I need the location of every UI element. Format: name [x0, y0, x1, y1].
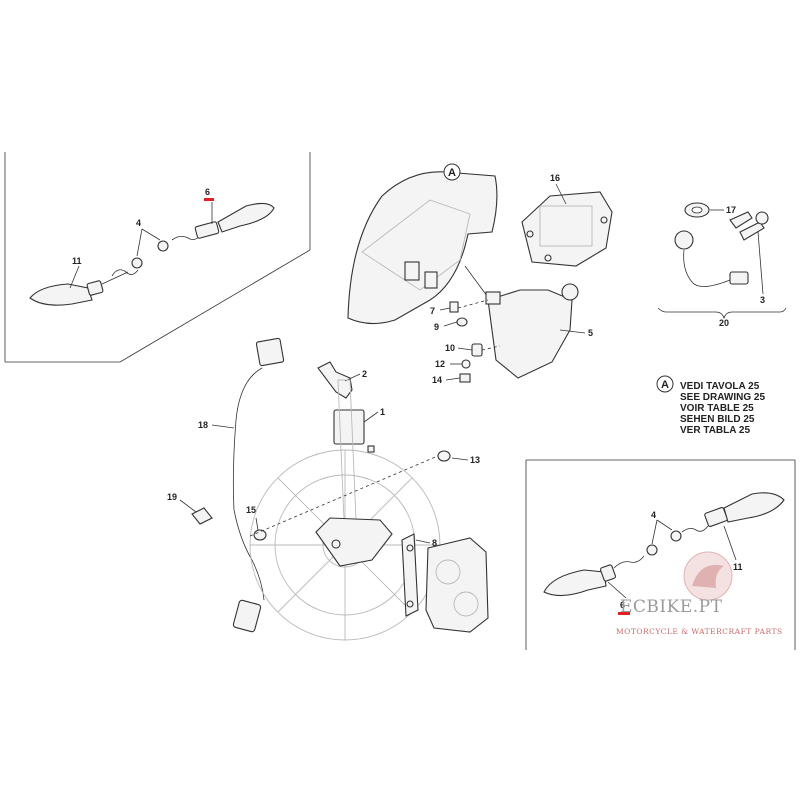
grommet-13 — [437, 450, 451, 462]
callout-4-bottom: 4 — [651, 510, 656, 520]
cable-clip-19 — [191, 507, 213, 525]
callout-6-top: 6 — [205, 187, 210, 197]
callout-12: 12 — [435, 359, 445, 369]
screw-14 — [459, 373, 471, 383]
note-line-en: SEE DRAWING 25 — [680, 392, 765, 403]
callout-14: 14 — [432, 375, 442, 385]
callout-1: 1 — [380, 407, 385, 417]
instrument-cluster — [521, 191, 613, 267]
callout-16: 16 — [550, 173, 560, 183]
turn-signal-left-assembly — [29, 202, 275, 306]
watermark-logo — [683, 551, 733, 601]
callout-17: 17 — [726, 205, 736, 215]
highlight-underline-6-bottom — [618, 612, 630, 615]
turn-signal-right-assembly — [543, 492, 785, 597]
callout-20: 20 — [719, 318, 729, 328]
bolt-7 — [449, 299, 489, 313]
callout-9: 9 — [434, 322, 439, 332]
callout-15: 15 — [246, 505, 256, 515]
top-left-inset-frame — [4, 152, 311, 363]
relay — [333, 409, 375, 453]
ref-marker-a: A — [448, 167, 456, 179]
ref-marker-circle — [443, 163, 461, 181]
note-line-it: VEDI TAVOLA 25 — [680, 381, 760, 392]
callout-3: 3 — [760, 295, 765, 305]
headlight-bracket — [485, 283, 579, 379]
callout-18: 18 — [198, 420, 208, 430]
callout-19: 19 — [167, 492, 177, 502]
sensor-bracket-8 — [401, 533, 419, 617]
callout-10: 10 — [445, 343, 455, 353]
note-line-fr: VOIR TABLE 25 — [680, 403, 754, 414]
washer-9 — [456, 317, 468, 327]
note-marker-a: A — [661, 379, 669, 391]
speed-sensor-cable — [232, 337, 285, 633]
note-line-de: SEHEN BILD 25 — [680, 414, 755, 425]
relay-bracket — [317, 361, 353, 399]
ignition-key-set — [674, 202, 769, 287]
highlight-underline-6-top — [204, 198, 214, 201]
headlight-fairing — [347, 171, 498, 325]
caliper-mount — [315, 517, 393, 567]
callout-5: 5 — [588, 328, 593, 338]
callout-11-bottom: 11 — [733, 562, 743, 572]
note-marker-circle — [656, 375, 674, 393]
watermark-brand: ECBIKE.PT — [620, 597, 723, 617]
callout-6-bottom: 6 — [620, 600, 625, 610]
callout-7: 7 — [430, 306, 435, 316]
watermark-tagline: MOTORCYCLE & WATERCRAFT PARTS — [616, 627, 783, 636]
callout-2: 2 — [362, 369, 367, 379]
grommet-15 — [253, 529, 267, 541]
note-line-es: VER TABLA 25 — [680, 425, 750, 436]
nut-12 — [461, 359, 471, 369]
callout-4-top: 4 — [136, 218, 141, 228]
callout-11-top: 11 — [72, 256, 82, 266]
callout-13: 13 — [470, 455, 480, 465]
brake-caliper — [425, 537, 489, 633]
bottom-right-inset-frame — [525, 459, 796, 650]
callout-8: 8 — [432, 538, 437, 548]
